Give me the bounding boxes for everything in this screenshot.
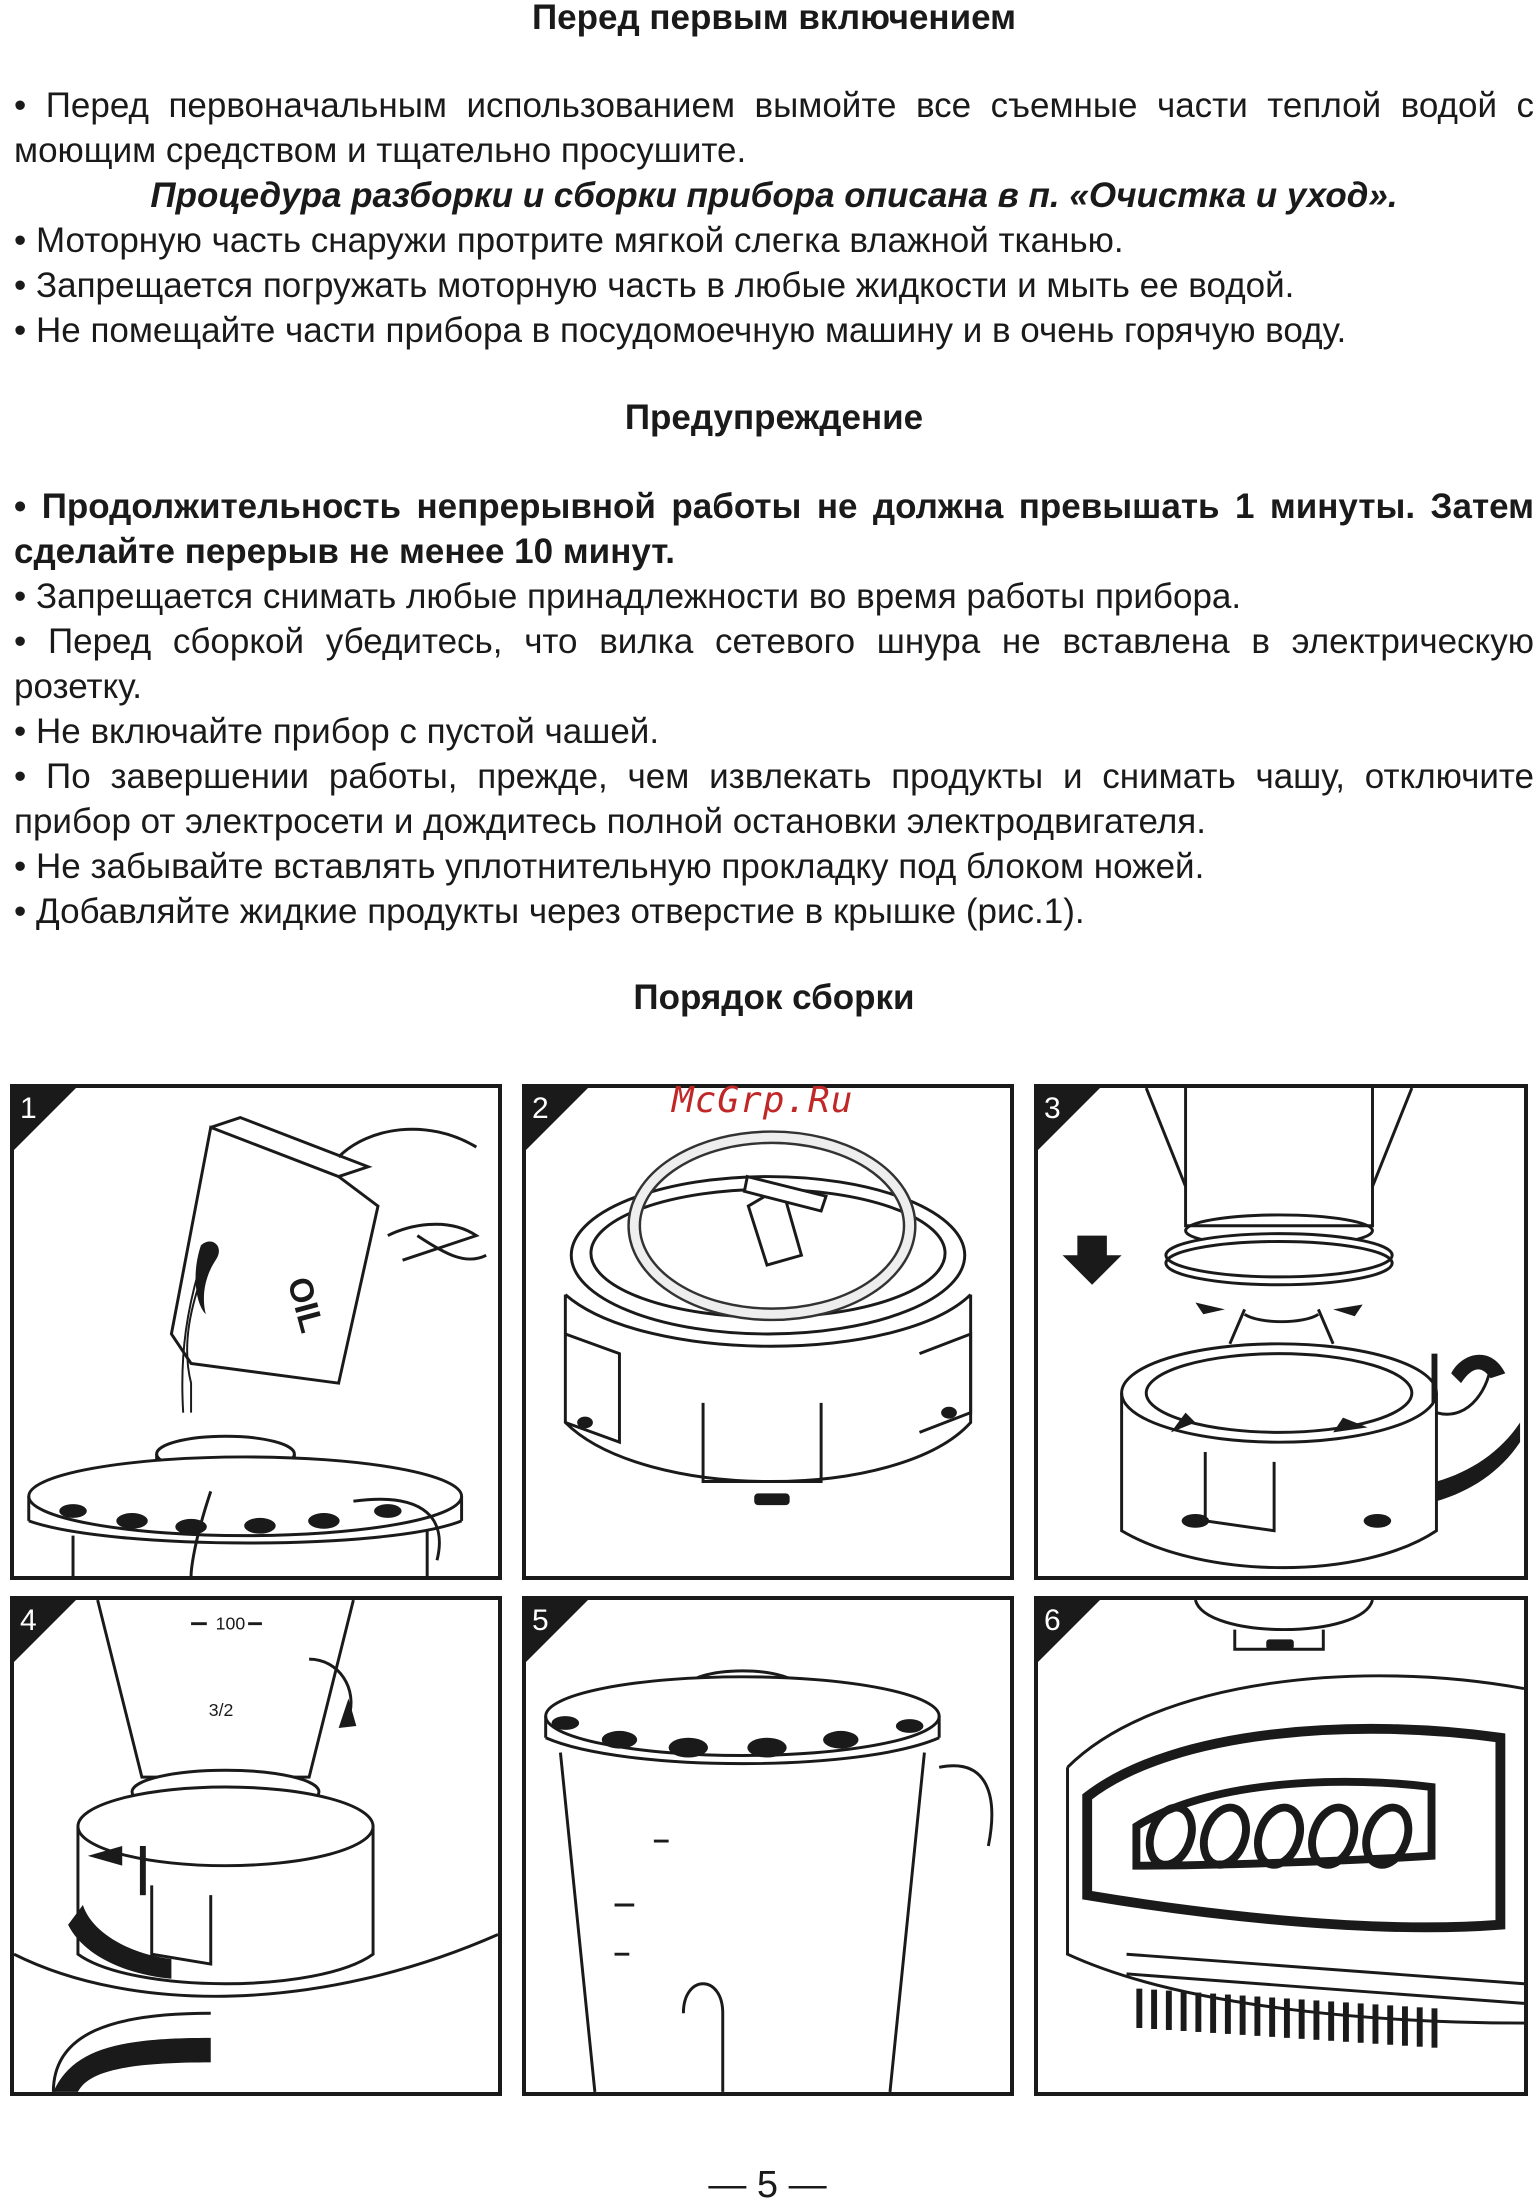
paragraph: • Не забывайте вставлять уплотнительную … xyxy=(14,847,1205,886)
watermark: McGrp.Ru xyxy=(672,1080,854,1121)
panel-number-badge xyxy=(1038,1600,1100,1662)
jar-locking-illustration: 100 3/2 xyxy=(14,1600,498,2092)
paragraph: • Не включайте прибор с пустой чашей. xyxy=(14,712,660,751)
paragraph: • Запрещается снимать любые принадлежнос… xyxy=(14,577,1242,616)
panel-number-badge xyxy=(14,1088,76,1150)
paragraph: • Перед сборкой убедитесь, что вилка сет… xyxy=(14,622,1534,706)
control-panel-illustration xyxy=(1066,1600,1524,2048)
panel-number: 3 xyxy=(1044,1092,1061,1125)
paragraph: • Запрещается погружать моторную часть в… xyxy=(14,266,1295,305)
blade-ring-illustration xyxy=(563,1130,973,1506)
panel-number-badge xyxy=(526,1600,588,1662)
scale-mark-mid: 3/2 xyxy=(209,1700,234,1720)
page-number: — 5 — xyxy=(708,2164,827,2206)
heading-before-first-use: Перед первым включением xyxy=(531,0,1016,37)
panel-number-badge xyxy=(526,1088,588,1150)
figure-panel-3: 3 xyxy=(1034,1084,1528,1580)
paragraph: • Не помещайте части прибора в посудомое… xyxy=(14,311,1347,350)
figure-panel-2: 2 xyxy=(522,1084,1014,1580)
paragraph: • По завершении работы, прежде, чем извл… xyxy=(14,757,1534,841)
panel-number: 4 xyxy=(20,1604,37,1637)
heading-warning: Предупреждение xyxy=(624,398,924,437)
lid-illustration xyxy=(544,1669,994,2092)
panel-number: 2 xyxy=(532,1092,549,1125)
scale-mark-top: 100 xyxy=(216,1614,246,1634)
figure-panel-4: 100 3/2 4 xyxy=(10,1596,502,2096)
heading-assembly: Порядок сборки xyxy=(633,978,915,1017)
panel-number: 1 xyxy=(20,1092,37,1125)
panel-number-badge xyxy=(1038,1088,1100,1150)
figure-panel-5: 5 xyxy=(522,1596,1014,2096)
panel-number-badge xyxy=(14,1600,76,1662)
oil-pouring-illustration: OIL xyxy=(27,1115,487,1576)
jar-mounting-illustration xyxy=(1062,1088,1521,1569)
assembly-figures: OIL 1 xyxy=(10,1084,1528,2096)
panel-number: 6 xyxy=(1044,1604,1061,1637)
paragraph: • Перед первоначальным использованием вы… xyxy=(14,86,1534,170)
figure-panel-1: OIL 1 xyxy=(10,1084,502,1580)
panel-number: 5 xyxy=(532,1604,549,1637)
paragraph-bold-warning: • Продолжительность непрерывной работы н… xyxy=(14,487,1534,571)
paragraph: • Добавляйте жидкие продукты через отвер… xyxy=(14,892,1085,931)
paragraph: • Моторную часть снаружи протрите мягкой… xyxy=(14,221,1124,260)
figure-panel-6: 6 xyxy=(1034,1596,1528,2096)
paragraph-reference: Процедура разборки и сборки прибора опис… xyxy=(150,176,1398,215)
